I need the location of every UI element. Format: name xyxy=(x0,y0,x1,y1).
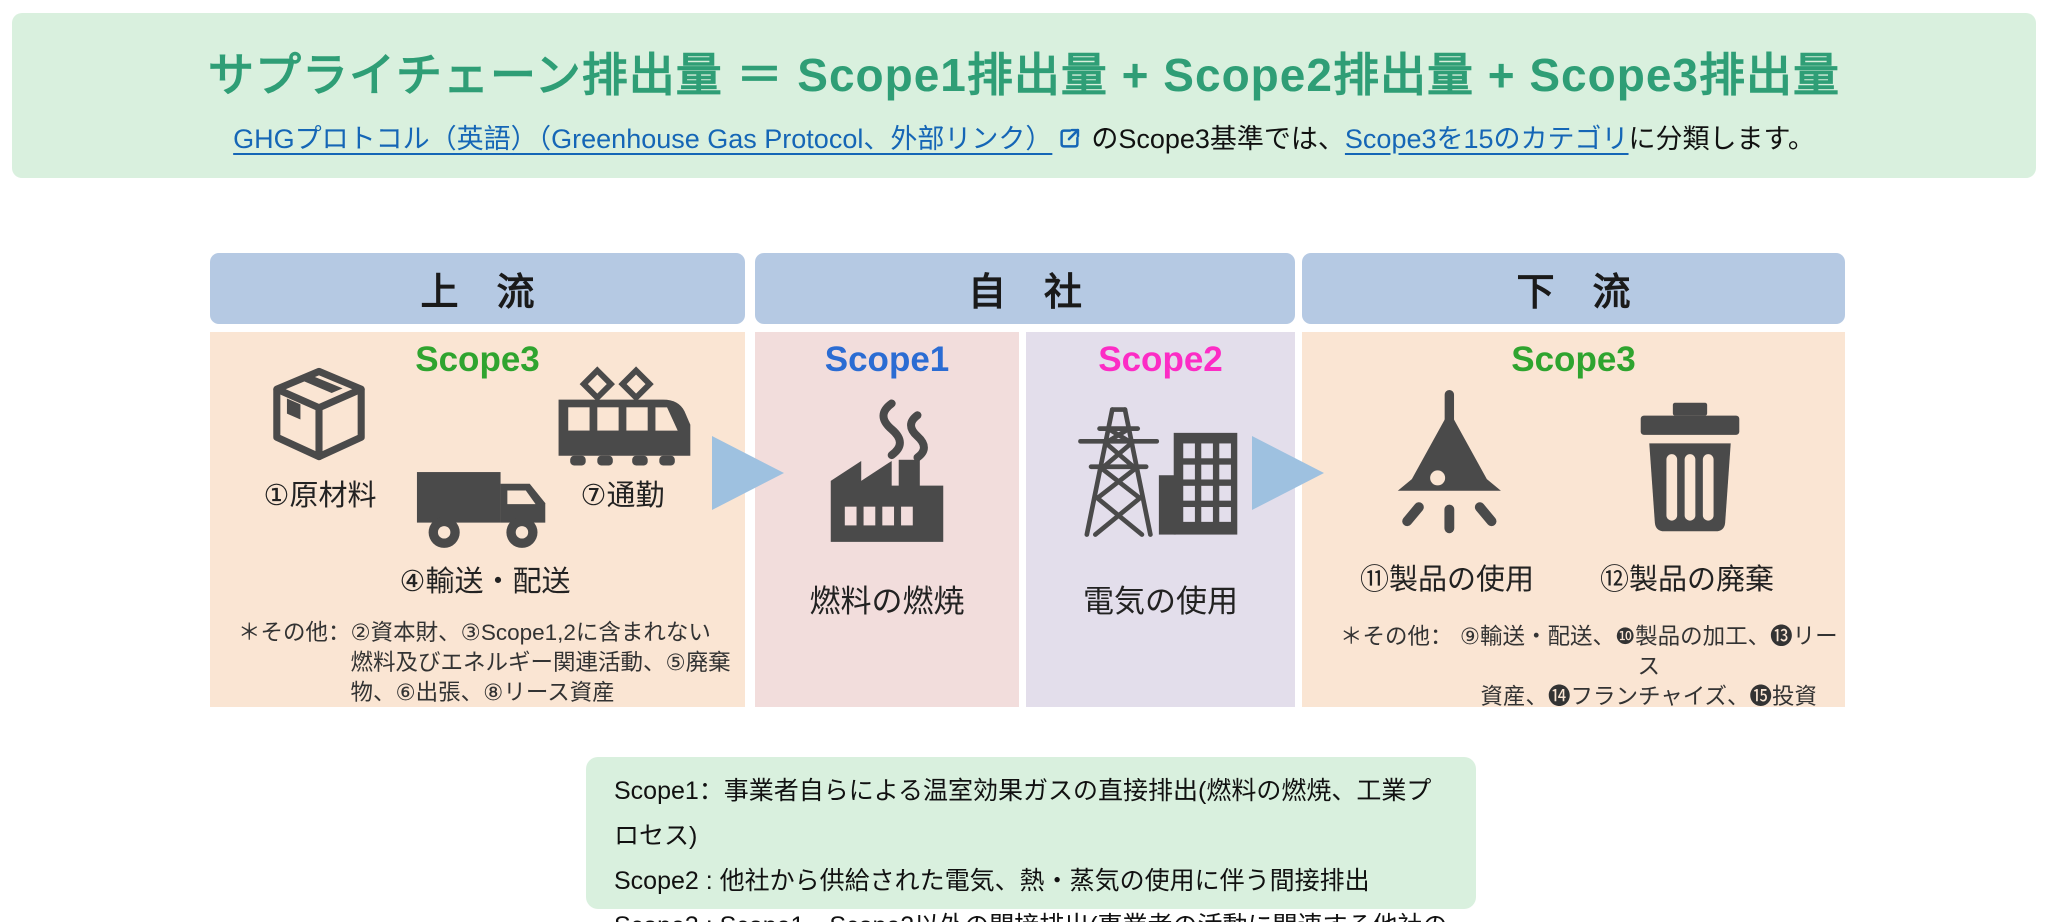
header-upstream: 上 流 xyxy=(210,253,745,324)
scope1-caption: 燃料の燃焼 xyxy=(809,584,965,619)
transmission-tower-building-icon xyxy=(1072,396,1250,551)
link-ghg-protocol[interactable]: GHGプロトコル（英語）（Greenhouse Gas Protocol、外部リ… xyxy=(233,124,1053,154)
downstream-note: ＊その他： ⑨輸送・配送、❿製品の加工、⓭リース 資産、⓮フランチャイズ、⓯投資 xyxy=(1340,624,1838,709)
panel-scope2: Scope2 電 xyxy=(1026,332,1295,707)
header-company: 自 社 xyxy=(755,253,1295,324)
scope2-label: Scope2 xyxy=(1098,340,1223,379)
scope2-definition: Scope2 : 他社から供給された電気、熱・蒸気の使用に伴う間接排出 xyxy=(614,867,1370,895)
scope3-definition: Scope3 : Scope1、Scope2以外の間接排出(事業者の活動に関連す… xyxy=(614,904,1456,922)
panel-upstream: Scope3 ①原材料 xyxy=(210,332,745,707)
upstream-item-label: ⑦通勤 xyxy=(580,480,665,512)
scope1-label: Scope1 xyxy=(824,340,950,379)
upstream-note: ＊その他： ②資本財、③Scope1,2に含まれない 燃料及びエネルギー関連活動… xyxy=(238,620,731,705)
downstream-item-label: ⑪製品の使用 xyxy=(1359,564,1534,596)
flow-arrow-right xyxy=(712,436,784,510)
header-downstream: 下 流 xyxy=(1302,253,1845,324)
subtitle-text-1: のScope3基準では、 xyxy=(1091,124,1345,154)
trash-bin-icon xyxy=(1630,398,1750,541)
pendant-lamp-icon xyxy=(1372,390,1522,545)
upstream-scope-label: Scope3 xyxy=(415,340,540,379)
factory-icon xyxy=(812,394,962,554)
scope-definitions-box: Scope1：事業者自らによる温室効果ガスの直接排出(燃料の燃焼、工業プロセス)… xyxy=(586,757,1476,922)
flow-arrow-right xyxy=(1252,436,1324,510)
page-title: サプライチェーン排出量 ＝ Scope1排出量 + Scope2排出量 + Sc… xyxy=(208,49,1840,101)
downstream-scope-label: Scope3 xyxy=(1511,340,1636,379)
panel-scope1: Scope1 燃料の燃焼 xyxy=(755,332,1019,707)
banner-subtitle: GHGプロトコル（英語）（Greenhouse Gas Protocol、外部リ… xyxy=(12,117,2036,156)
scope1-definition: Scope1：事業者自らによる温室効果ガスの直接排出(燃料の燃焼、工業プロセス) xyxy=(614,777,1432,850)
scope2-caption: 電気の使用 xyxy=(1083,584,1238,619)
tram-icon xyxy=(545,366,700,473)
banner: サプライチェーン排出量 ＝ Scope1排出量 + Scope2排出量 + Sc… xyxy=(12,13,2036,178)
external-link-icon xyxy=(1056,125,1083,152)
cardboard-box-icon xyxy=(265,362,373,477)
link-scope3-categories[interactable]: Scope3を15のカテゴリ xyxy=(1344,124,1629,154)
upstream-item-label: ①原材料 xyxy=(263,480,377,512)
delivery-truck-icon xyxy=(415,464,555,559)
upstream-item-label: ④輸送・配送 xyxy=(399,566,571,598)
downstream-item-label: ⑫製品の廃棄 xyxy=(1599,564,1774,596)
panel-downstream: Scope3 ⑪製品の使用 ⑫製品の廃棄 xyxy=(1302,332,1845,709)
subtitle-text-2: に分類します。 xyxy=(1628,124,1815,154)
